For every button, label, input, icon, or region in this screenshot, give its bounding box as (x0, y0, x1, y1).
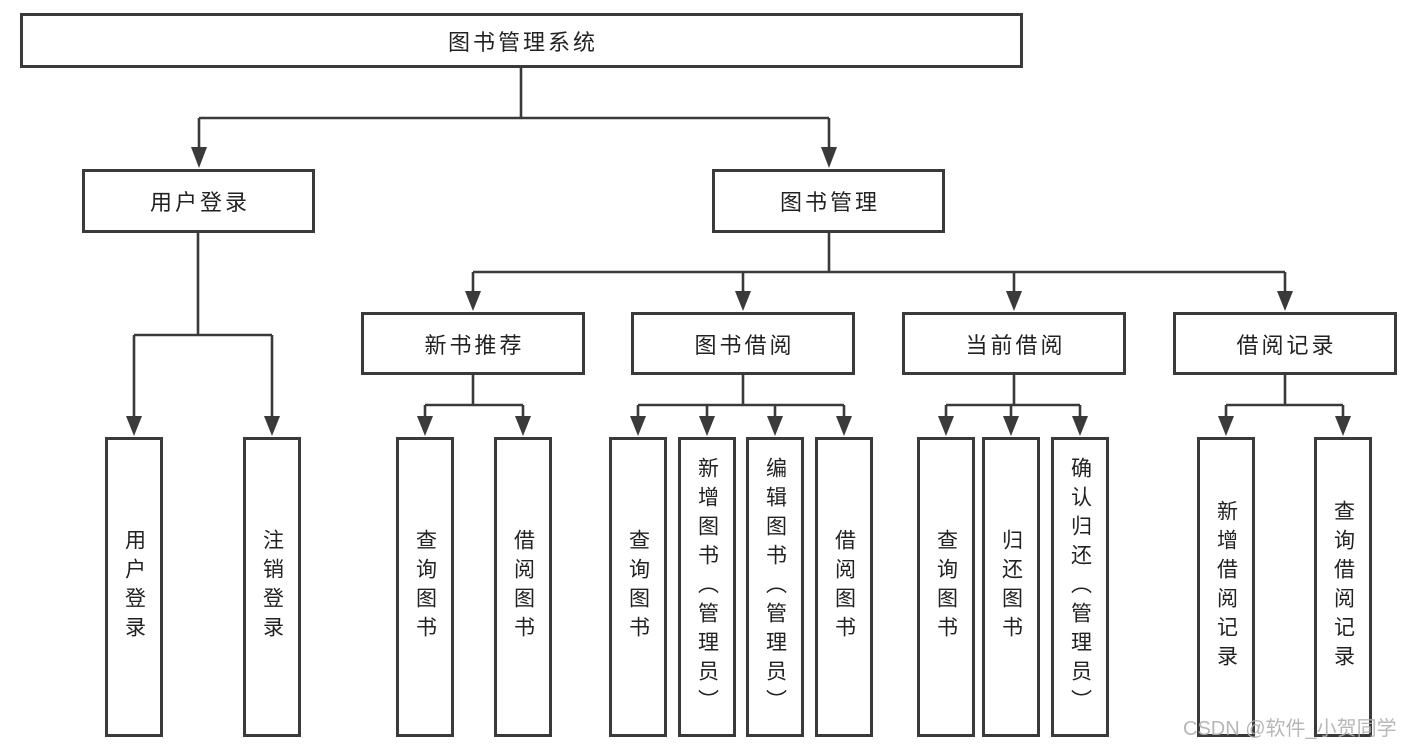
leaf-borrow-books-rec: 借阅图书 (494, 437, 552, 737)
watermark: CSDN @软件_小贺同学 (1183, 718, 1397, 740)
leaf-query-borrow-record: 查询借阅记录 (1314, 437, 1372, 737)
leaf-add-books-admin: 新增图书（管理员） (678, 437, 736, 737)
leaf-query-books-rec: 查询图书 (396, 437, 454, 737)
node-library-system: 图书管理系统 (20, 13, 1023, 68)
connector-borrowing-records (1218, 375, 1351, 436)
node-new-book-recommendation: 新书推荐 (361, 312, 585, 375)
node-book-management: 图书管理 (712, 169, 945, 233)
connector-user-login (126, 233, 280, 436)
leaf-borrow-books: 借阅图书 (815, 437, 873, 737)
node-book-borrowing: 图书借阅 (631, 312, 855, 375)
connector-current-borrowing (938, 375, 1088, 436)
leaf-user-login: 用户登录 (105, 437, 163, 737)
node-user-login: 用户登录 (82, 169, 315, 233)
connector-book-management (465, 233, 1293, 311)
connector-new-book-recommendation (417, 375, 531, 436)
node-borrowing-records: 借阅记录 (1173, 312, 1397, 375)
node-current-borrowing: 当前借阅 (902, 312, 1126, 375)
leaf-query-books-current: 查询图书 (917, 437, 975, 737)
leaf-logout: 注销登录 (243, 437, 301, 737)
leaf-query-books-borrow: 查询图书 (609, 437, 667, 737)
connector-root (191, 68, 837, 168)
leaf-edit-books-admin: 编辑图书（管理员） (746, 437, 804, 737)
leaf-add-borrow-record: 新增借阅记录 (1197, 437, 1255, 737)
leaf-return-books: 归还图书 (982, 437, 1040, 737)
leaf-confirm-return-admin: 确认归还（管理员） (1051, 437, 1109, 737)
connector-book-borrowing (630, 375, 852, 436)
